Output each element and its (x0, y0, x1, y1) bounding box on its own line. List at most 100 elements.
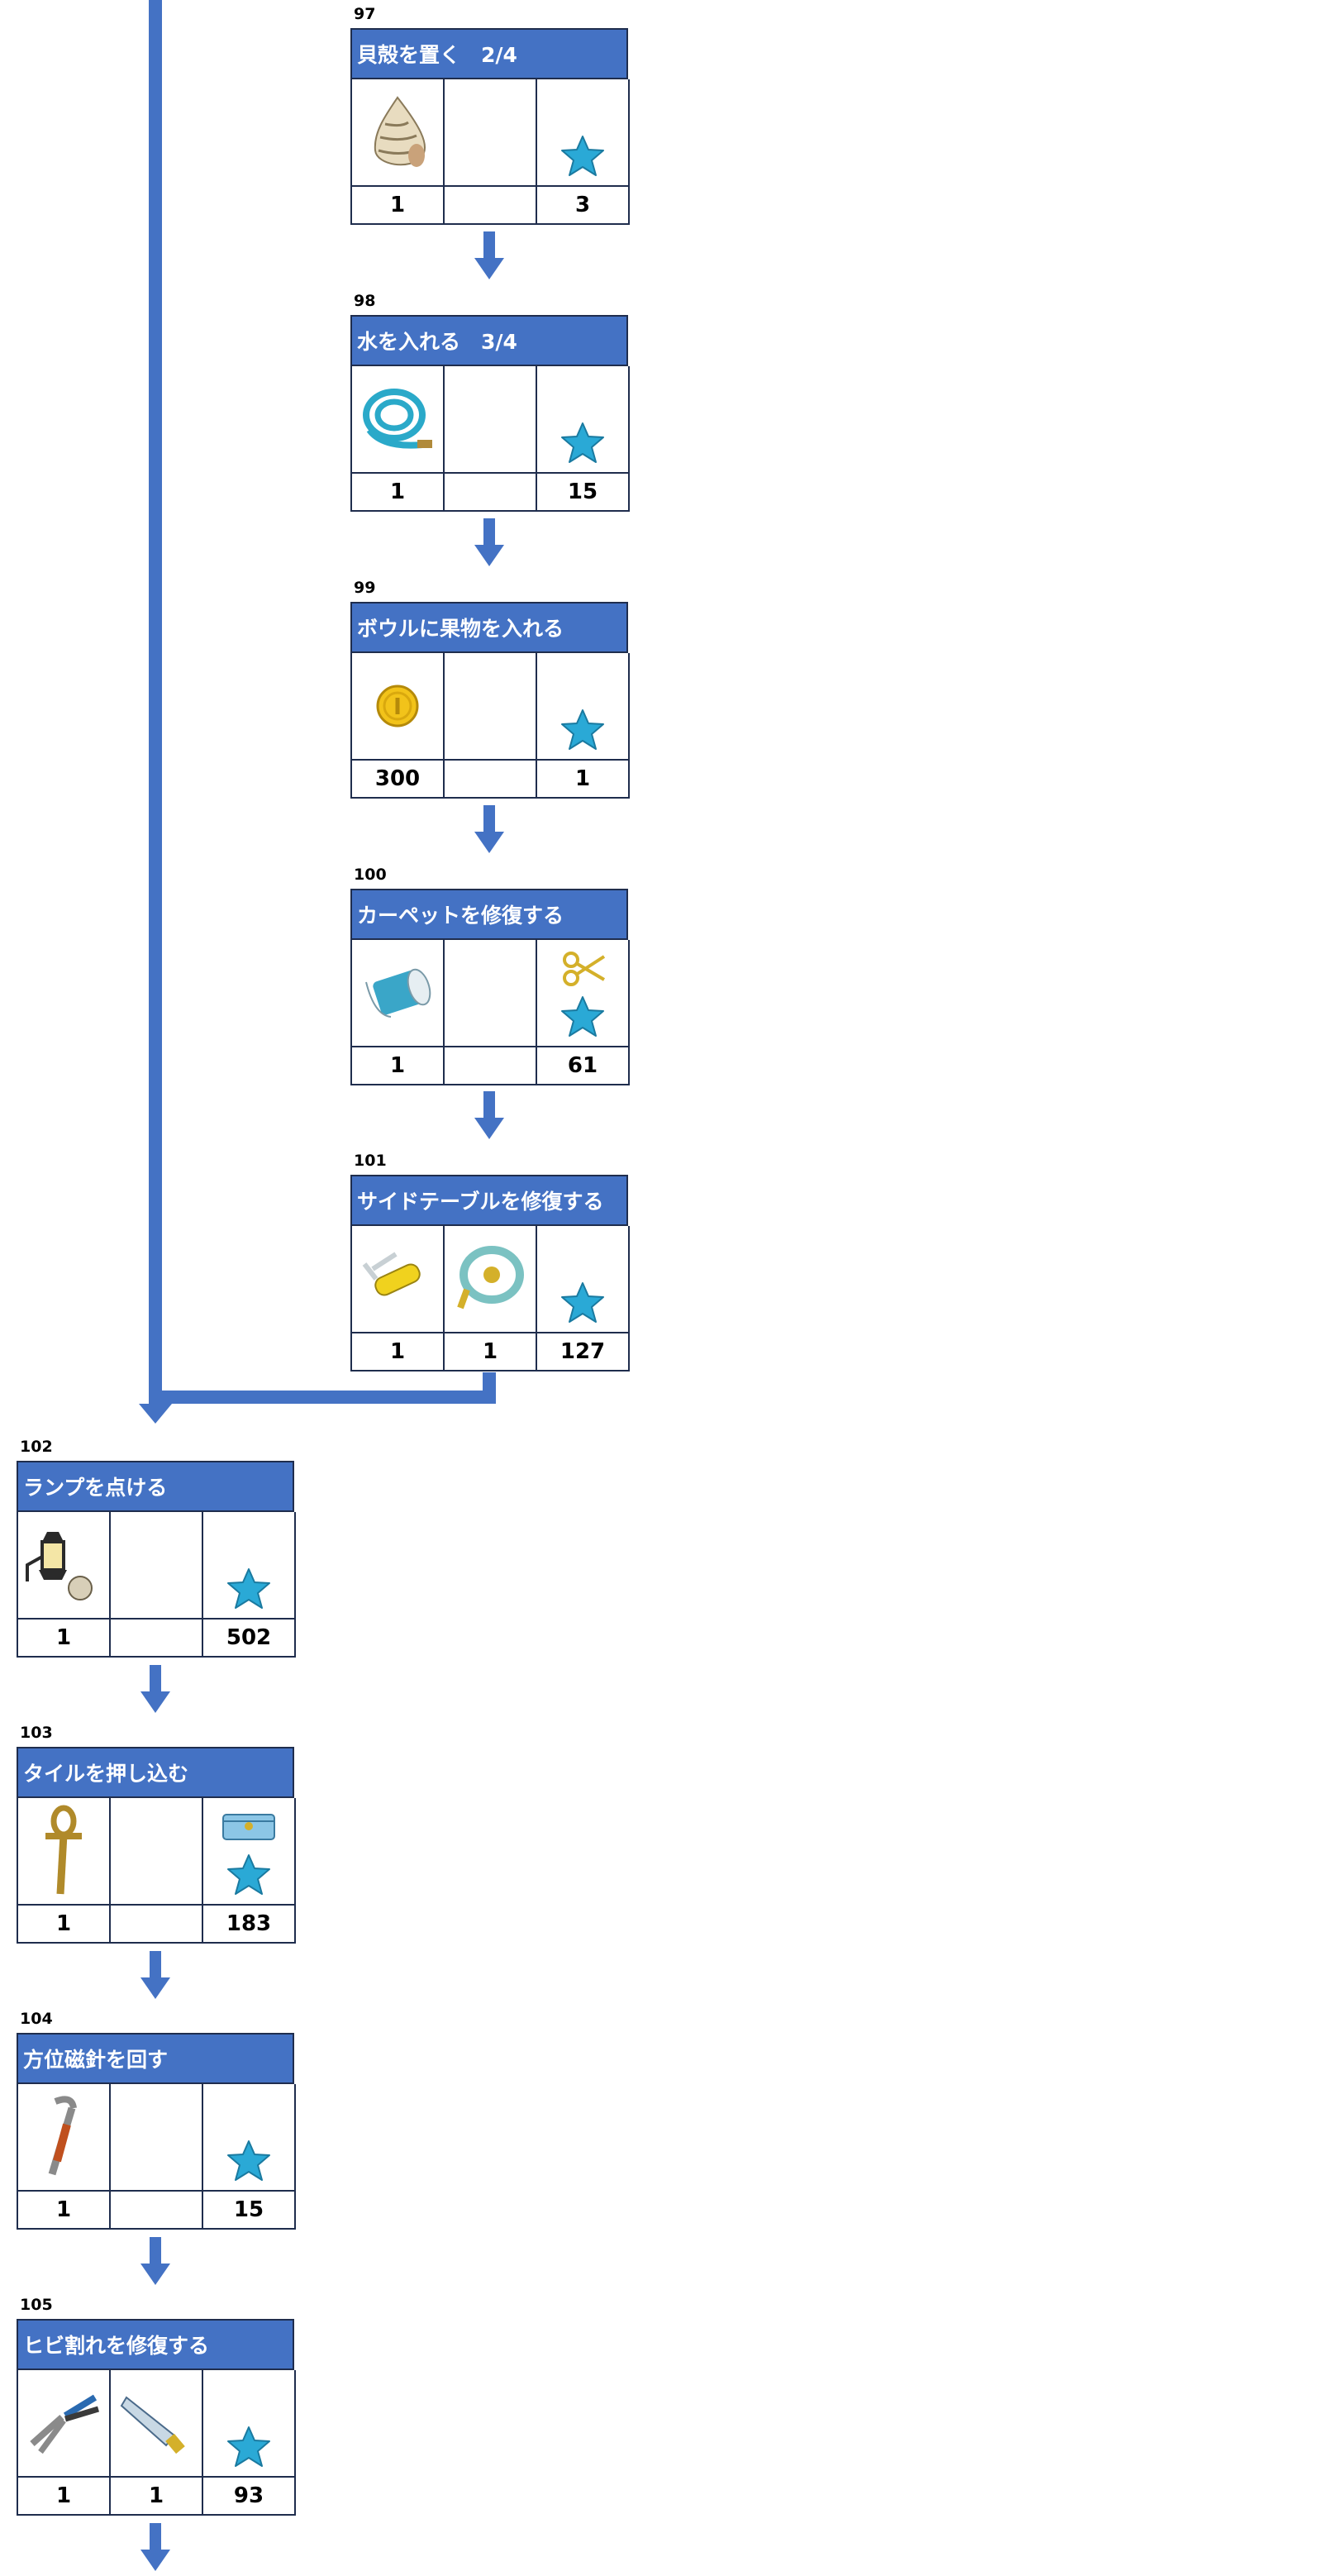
item1-count: 1 (18, 2192, 111, 2230)
reward-slot (537, 79, 630, 187)
task-number: 98 (354, 292, 376, 310)
item1-count: 1 (352, 187, 445, 225)
item-slot-1 (352, 79, 445, 187)
flow-arrow (139, 1665, 172, 1718)
task-card-105: 105 ヒビ割れを修復する 1 1 93 (17, 2296, 296, 2516)
item-slot-2 (111, 1798, 203, 1906)
item2-count (111, 1906, 203, 1944)
pocket-knife-icon (362, 1252, 421, 1296)
item1-count: 1 (352, 1333, 445, 1371)
flow-arrow (473, 231, 506, 284)
glue-tube-icon (120, 2396, 185, 2454)
reward-count: 183 (203, 1906, 296, 1944)
task-card-99: 99 ボウルに果物を入れる 300 1 (350, 579, 630, 799)
merge-arrow-head (139, 1404, 172, 1424)
flow-arrow (139, 2523, 172, 2576)
coin-icon (376, 685, 419, 727)
item2-count (445, 474, 537, 512)
star-icon (561, 1282, 604, 1323)
item2-count: 1 (111, 2478, 203, 2516)
star-icon (561, 136, 604, 176)
task-number: 100 (354, 866, 387, 884)
flow-arrow (473, 1091, 506, 1144)
item-slot-2 (111, 1512, 203, 1620)
reward-count: 3 (537, 187, 630, 225)
flow-arrow (139, 2237, 172, 2290)
task-card-100: 100 カーペットを修復する 1 61 (350, 866, 630, 1085)
item-slot-1 (18, 2084, 111, 2192)
item2-count: 1 (445, 1333, 537, 1371)
reward-count: 61 (537, 1047, 630, 1085)
star-icon (227, 2426, 270, 2467)
task-title: ランプを点ける (17, 1461, 294, 1510)
reward-count: 502 (203, 1620, 296, 1658)
task-card-102: 102 ランプを点ける 1 502 (17, 1438, 296, 1658)
item-slot-1 (352, 1226, 445, 1333)
item-slot-2 (111, 2084, 203, 2192)
task-number: 99 (354, 579, 376, 597)
item2-count (445, 187, 537, 225)
task-number: 104 (20, 2010, 53, 2028)
reward-slot (203, 2370, 296, 2478)
crowbar-icon (48, 2096, 77, 2176)
item-slot-2 (445, 79, 537, 187)
hose-icon (363, 389, 432, 449)
item-slot-2 (445, 366, 537, 474)
task-card-104: 104 方位磁針を回す 1 15 (17, 2010, 296, 2230)
task-title: 貝殻を置く 2/4 (350, 28, 628, 78)
task-card-103: 103 タイルを押し込む 1 183 (17, 1724, 296, 1944)
item-slot-2 (445, 1226, 537, 1333)
task-title: 方位磁針を回す (17, 2033, 294, 2082)
task-card-98: 98 水を入れる 3/4 1 15 (350, 292, 630, 512)
reward-count: 15 (537, 474, 630, 512)
star-icon (561, 996, 604, 1037)
star-icon (227, 1854, 270, 1895)
item2-count (445, 1047, 537, 1085)
star-icon (227, 2140, 270, 2181)
reward-slot (203, 2084, 296, 2192)
task-card-101: 101 サイドテーブルを修復する 1 1 127 (350, 1152, 630, 1371)
star-icon (561, 709, 604, 750)
task-number: 101 (354, 1152, 387, 1170)
item-slot-1 (352, 366, 445, 474)
flow-arrow (473, 518, 506, 571)
item-slot-1 (18, 2370, 111, 2478)
item2-count (445, 761, 537, 799)
task-card-97: 97 貝殻を置く 2/4 1 3 (350, 5, 630, 225)
task-title: ボウルに果物を入れる (350, 602, 628, 651)
left-vertical-connector (149, 0, 162, 1404)
star-icon (561, 422, 604, 463)
pliers-icon (30, 2394, 100, 2454)
reward-slot (203, 1512, 296, 1620)
scissors-icon (563, 952, 606, 986)
item-slot-1 (18, 1798, 111, 1906)
item-slot-1 (352, 653, 445, 761)
reward-count: 15 (203, 2192, 296, 2230)
task-number: 97 (354, 5, 376, 23)
item-slot-1 (18, 1512, 111, 1620)
thread-spool-icon (365, 968, 431, 1018)
reward-slot (537, 1226, 630, 1333)
chest-icon (222, 1814, 275, 1840)
flow-arrow (473, 805, 506, 858)
item-slot-2 (445, 940, 537, 1047)
reward-slot (537, 940, 630, 1047)
ankh-icon (45, 1805, 82, 1895)
reward-count: 93 (203, 2478, 296, 2516)
tape-measure-icon (457, 1246, 524, 1309)
item2-count (111, 2192, 203, 2230)
item1-count: 1 (352, 1047, 445, 1085)
task-number: 103 (20, 1724, 53, 1742)
reward-slot (537, 653, 630, 761)
short-vertical-connector (483, 1372, 496, 1404)
item1-count: 1 (18, 1906, 111, 1944)
item1-count: 1 (18, 2478, 111, 2516)
task-title: ヒビ割れを修復する (17, 2319, 294, 2368)
star-icon (227, 1568, 270, 1609)
task-title: サイドテーブルを修復する (350, 1175, 628, 1224)
task-title: カーペットを修復する (350, 889, 628, 938)
reward-slot (537, 366, 630, 474)
lantern-icon (26, 1532, 93, 1600)
task-title: 水を入れる 3/4 (350, 315, 628, 365)
item1-count: 1 (352, 474, 445, 512)
